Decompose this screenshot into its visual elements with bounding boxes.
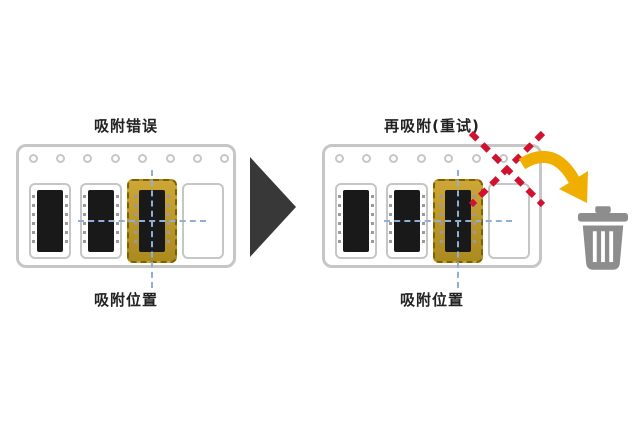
chip-slot xyxy=(335,183,377,259)
tray-hole xyxy=(83,154,92,163)
chip-slot xyxy=(29,183,71,259)
tray-hole xyxy=(444,154,453,163)
right-caption: 吸附位置 xyxy=(399,291,464,309)
right-tray xyxy=(322,144,542,268)
left-tray xyxy=(16,144,236,268)
tray-hole xyxy=(335,154,344,163)
crosshair-horizontal-left xyxy=(78,220,206,222)
tray-hole xyxy=(220,154,229,163)
tray-hole xyxy=(389,154,398,163)
tray-hole xyxy=(193,154,202,163)
tray-hole xyxy=(472,154,481,163)
tray-hole xyxy=(29,154,38,163)
left-caption: 吸附位置 xyxy=(93,291,158,309)
right-title: 再吸附(重试) xyxy=(384,117,480,135)
chip xyxy=(32,190,68,252)
chip xyxy=(338,190,374,252)
tray-hole xyxy=(111,154,120,163)
tray-hole xyxy=(138,154,147,163)
crosshair-vertical-right xyxy=(457,170,459,288)
tray-hole xyxy=(166,154,175,163)
crosshair-vertical-left xyxy=(151,170,153,288)
tray-hole xyxy=(56,154,65,163)
trash-icon xyxy=(577,206,629,270)
error-cross-icon xyxy=(468,130,546,208)
flow-arrow-icon xyxy=(250,157,296,257)
tray-hole xyxy=(417,154,426,163)
tray-hole xyxy=(362,154,371,163)
crosshair-horizontal-right xyxy=(384,220,512,222)
left-title: 吸附错误 xyxy=(93,117,158,135)
discard-arrow-icon xyxy=(518,150,588,203)
